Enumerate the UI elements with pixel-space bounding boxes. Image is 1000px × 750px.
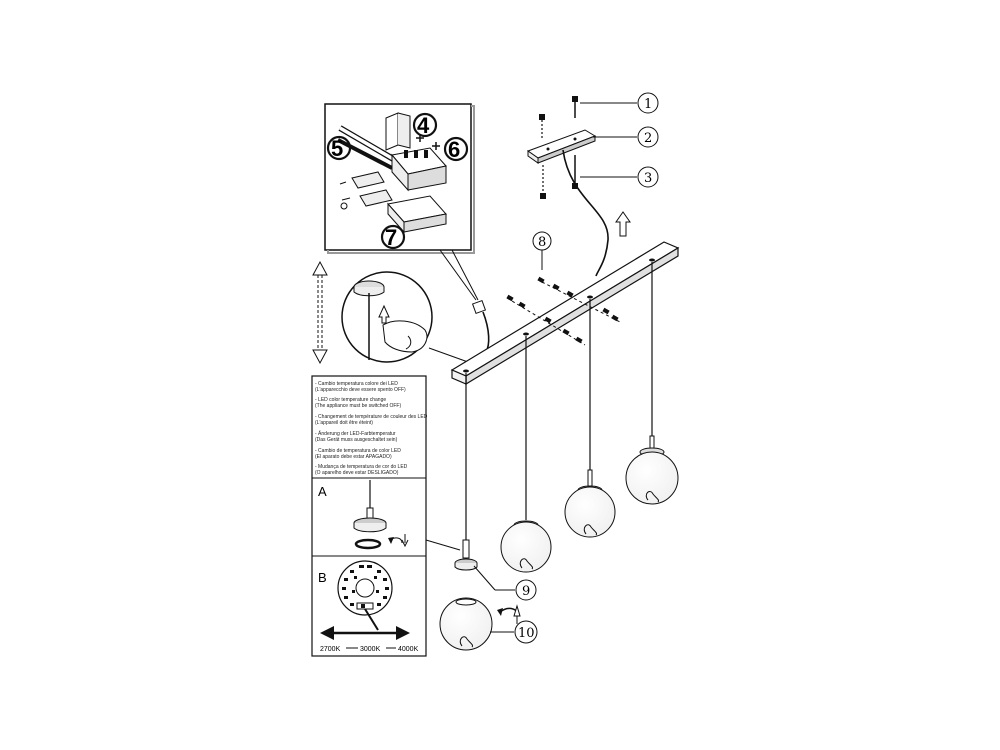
- driver-detail-inset: 4 5 6 7: [324, 103, 475, 254]
- note-1-line1: - Cambio temperatura colore dei LED: [315, 381, 398, 387]
- note-2-line2: (The appliance must be switched OFF): [315, 403, 401, 409]
- note-1-line2: (L'apparecchio deve essere spento OFF): [315, 387, 406, 393]
- callout-1: 1: [644, 97, 652, 112]
- note-6-line2: (O aparelho deve estar DESLIGADO): [315, 470, 399, 476]
- kelvin-2700: 2700K: [320, 646, 341, 653]
- callouts-bottom: 9 10: [473, 565, 538, 644]
- callout-9: 9: [522, 584, 530, 599]
- pendant-globes: [439, 262, 679, 651]
- inset-leader: [439, 249, 479, 301]
- detail-leader: [428, 347, 469, 363]
- height-adjust-arrow-icon: [312, 260, 328, 365]
- note-6-line1: - Mudança de temperatura de cor do LED: [315, 464, 408, 470]
- cable-adjuster-detail: [341, 271, 433, 363]
- kelvin-4000: 4000K: [398, 646, 419, 653]
- notes-list: - Cambio temperatura colore dei LED (L'a…: [315, 381, 428, 476]
- callout-3: 3: [644, 171, 652, 186]
- callout-5: 5: [331, 136, 343, 161]
- pendant-bar: [450, 241, 680, 386]
- note-4-line2: (Das Gerät muss ausgeschaltet sein): [315, 437, 398, 443]
- supply-cable: [562, 149, 609, 277]
- ceiling-mount: [526, 96, 597, 199]
- panel-a-leader: [425, 539, 461, 551]
- note-3-line2: (L'appareil doit être éteint): [315, 420, 373, 426]
- panel-a-label: A: [318, 484, 327, 499]
- note-5-line2: (El aparato debe estar APAGADO): [315, 454, 392, 460]
- up-arrow-icon: [615, 211, 631, 237]
- note-3-line1: - Changement de température de couleur d…: [315, 414, 428, 420]
- bar-screws: 8: [506, 231, 621, 346]
- callout-8: 8: [538, 235, 546, 250]
- callout-7: 7: [385, 225, 397, 250]
- note-2-line1: - LED color temperature change: [315, 397, 386, 403]
- inline-driver: [471, 299, 487, 315]
- callout-4: 4: [417, 113, 430, 138]
- callout-10: 10: [518, 626, 535, 641]
- panel-b-label: B: [318, 570, 327, 585]
- note-5-line1: - Cambio de temperatura de color LED: [315, 448, 401, 454]
- kelvin-3000: 3000K: [360, 646, 381, 653]
- callout-2: 2: [644, 131, 652, 146]
- callout-6: 6: [448, 137, 460, 162]
- led-chips: [342, 565, 389, 606]
- color-temperature-panel: - Cambio temperatura colore dei LED (L'a…: [311, 375, 428, 657]
- note-4-line1: - Änderung der LED-Farbtemperatur: [315, 430, 396, 437]
- callouts-top: 1 2 3: [580, 92, 659, 188]
